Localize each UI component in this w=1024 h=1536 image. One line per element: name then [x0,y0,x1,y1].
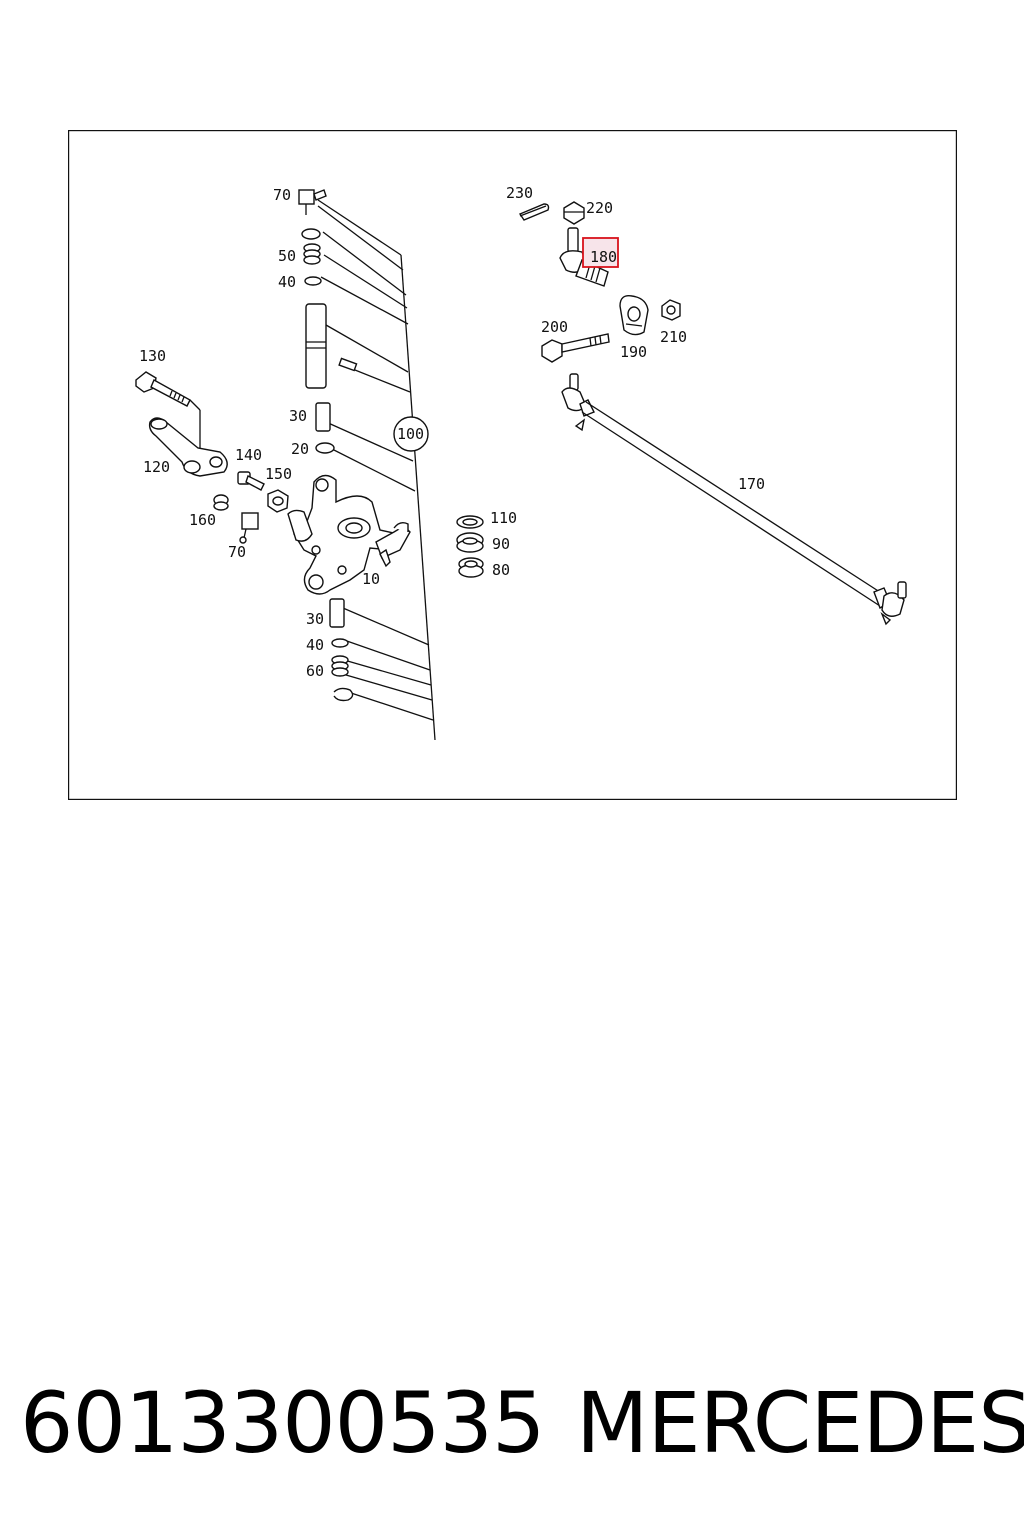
part-220-castle-nut [563,201,585,225]
callout-120: 120 [143,458,170,476]
callout-140: 140 [235,446,262,464]
callout-130: 130 [139,347,166,365]
highlight-180 [582,237,619,268]
callout-90: 90 [492,535,510,553]
part-70-grease-nipple-lower [239,512,259,544]
callout-40-lower: 40 [306,636,324,654]
callout-150: 150 [265,465,292,483]
callout-60: 60 [306,662,324,680]
callout-220: 220 [586,199,613,217]
part-110-90-80-bearings [456,515,484,578]
callout-20: 20 [291,440,309,458]
brand-name: MERCEDES [576,1374,1024,1472]
callout-70: 70 [273,186,291,204]
callout-170: 170 [738,475,765,493]
part-120-steering-arm [148,417,228,477]
part-10-steering-knuckle [287,474,411,595]
part-190-clamp [619,295,649,336]
part-key [338,357,358,372]
callout-160: 160 [189,511,216,529]
callout-110: 110 [490,509,517,527]
callout-labels: 70 50 40 130 30 20 100 140 150 120 160 7… [139,184,765,680]
callout-50: 50 [278,247,296,265]
callout-80: 80 [492,561,510,579]
part-200-bolt [541,333,610,363]
part-circlip [333,687,354,702]
part-king-pin [305,303,327,389]
callout-190: 190 [620,343,647,361]
parts-diagram: 70 50 40 130 30 20 100 140 150 120 160 7… [68,130,957,800]
part-130-bolt [135,371,201,448]
part-60-seal [331,655,349,677]
part-50-seal [303,243,321,265]
callout-100: 100 [397,425,424,443]
part-70-grease-nipple [298,189,327,215]
callout-230: 230 [506,184,533,202]
callout-210: 210 [660,328,687,346]
callout-40: 40 [278,273,296,291]
part-ring [301,228,321,240]
part-160-nut [213,494,229,511]
callout-200: 200 [541,318,568,336]
part-40-washer [304,276,322,286]
callout-10: 10 [362,570,380,588]
callout-70-lower: 70 [228,543,246,561]
part-140-bolt [237,471,265,491]
part-180-tie-rod-end [559,227,609,287]
callout-30-lower: 30 [306,610,324,628]
leader-lines-left [317,199,436,741]
part-210-nut [661,299,681,321]
caption: 6013300535 MERCEDES [20,1368,1024,1478]
part-number: 6013300535 [20,1374,545,1472]
part-40-washer-lower [331,638,349,648]
part-30-bushing-lower [329,598,345,628]
callout-30: 30 [289,407,307,425]
callout-100-circle [393,416,429,452]
part-230-cotter-pin [518,203,550,221]
part-20-washer [315,442,335,454]
part-150-nut [267,489,289,513]
part-170-tie-rod [561,373,907,626]
callout-180: 180 [590,248,617,266]
part-30-bushing [315,402,331,432]
